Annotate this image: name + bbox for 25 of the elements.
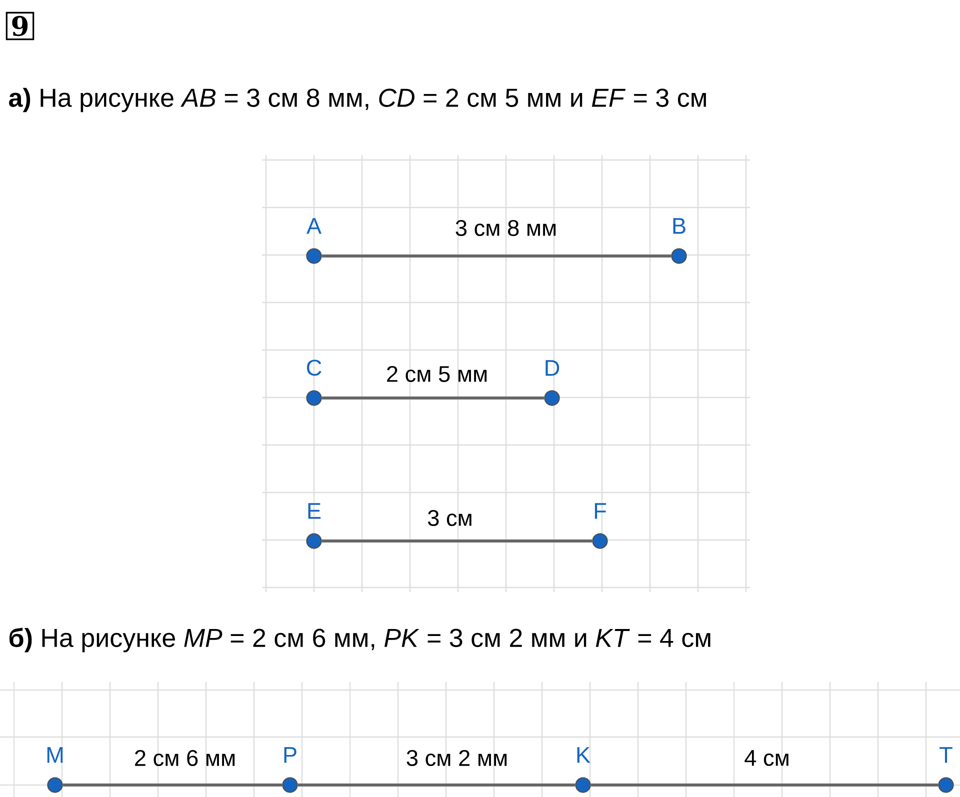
length-label: 3 см 8 мм [456, 220, 556, 236]
length-label: 3 см 2 мм [406, 750, 507, 766]
length-label: 3 см [428, 510, 472, 526]
point-label: P [284, 747, 296, 763]
point-label: M [47, 747, 63, 763]
point-label: E [308, 503, 321, 519]
point-label: D [546, 360, 560, 376]
segment [590, 784, 938, 786]
task-heading: б) На рисунке MP = 2 см 6 мм, PK = 3 см 2 мм и KT = 4 см [9, 628, 710, 652]
point-label: T [940, 747, 952, 763]
point-label: A [306, 218, 322, 234]
point-label: K [577, 747, 590, 763]
segment [322, 540, 592, 542]
length-label: 2 см 5 мм [387, 366, 487, 382]
point-label: C [306, 360, 322, 376]
segment [62, 784, 282, 786]
task-heading: а) На рисунке AB = 3 см 8 мм, CD = 2 см 5 мм и EF = 3 см [9, 88, 706, 112]
length-label: 2 см 6 мм [135, 750, 235, 766]
problem-number: 9 [6, 12, 34, 40]
segment [322, 254, 672, 258]
length-label: 4 см [744, 750, 788, 766]
point-label: F [594, 503, 606, 519]
segment [322, 396, 544, 400]
segment [298, 784, 576, 786]
point-label: B [673, 218, 686, 234]
